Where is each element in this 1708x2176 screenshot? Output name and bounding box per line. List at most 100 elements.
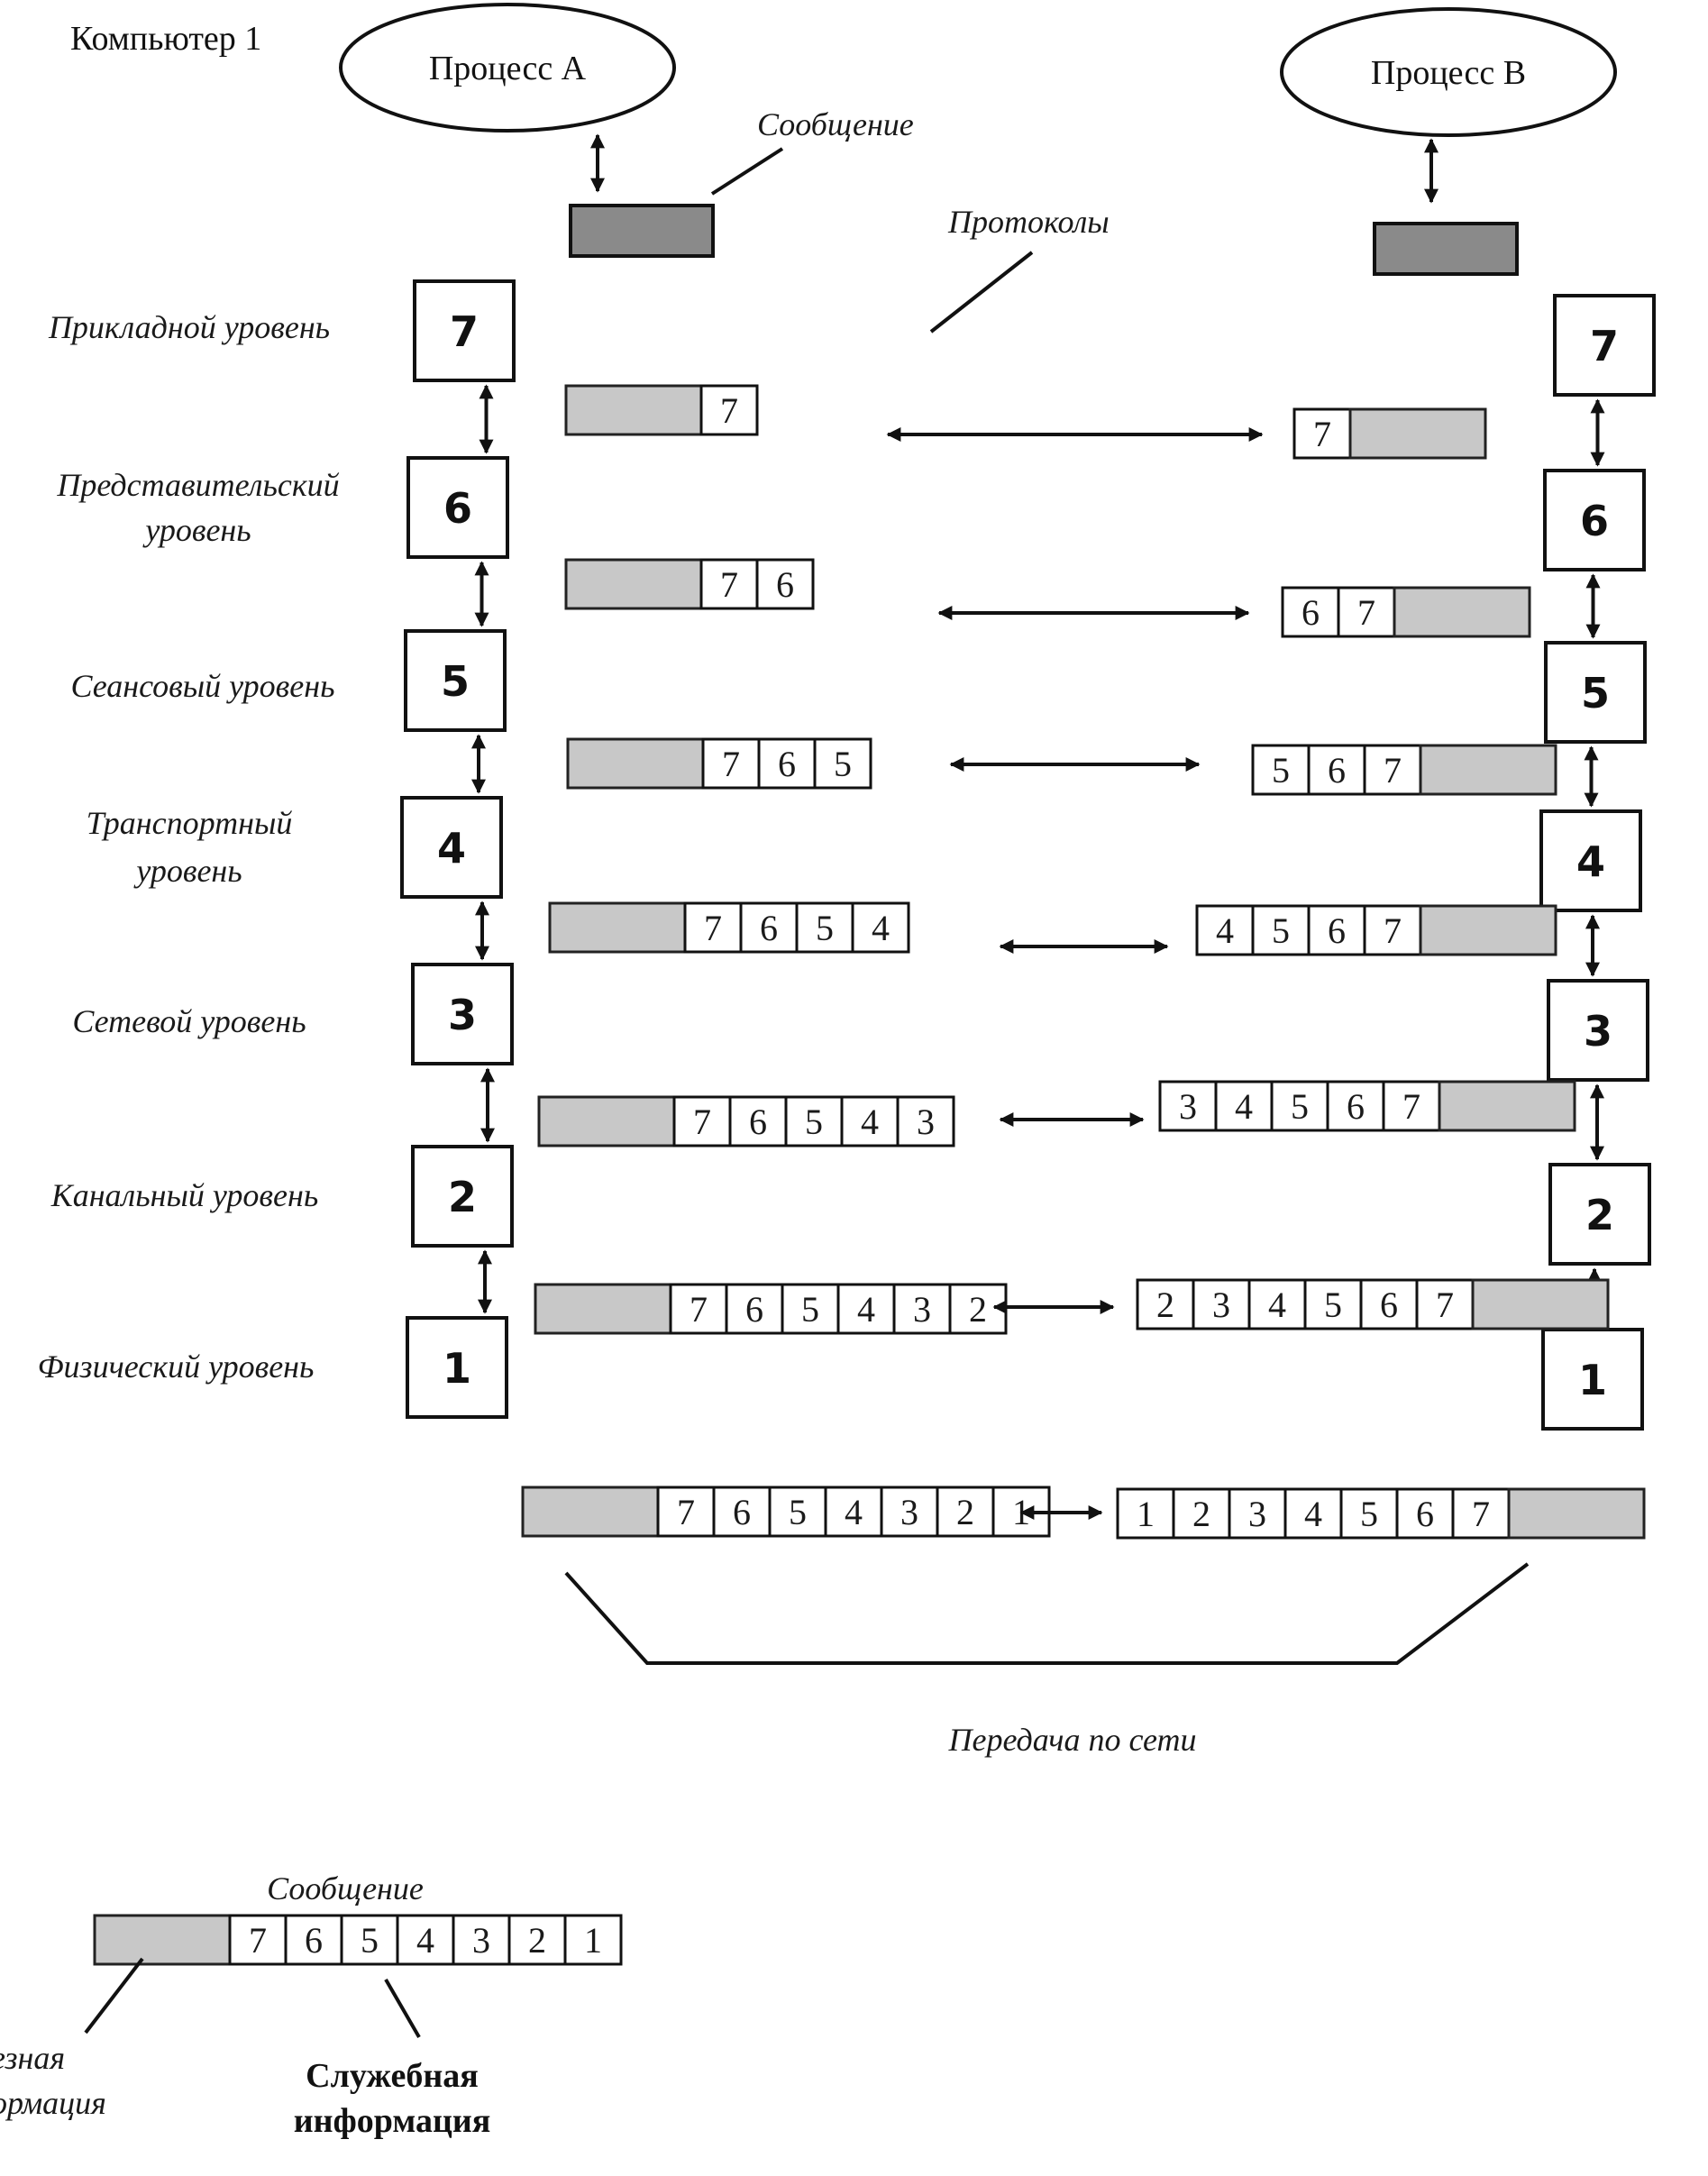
right-layer-number: 6	[1580, 497, 1609, 545]
header-cell	[1303, 1278, 1363, 1330]
useful-pointer	[84, 1957, 144, 2034]
legend-title: Сообщение	[267, 1870, 424, 1906]
header-cell	[699, 558, 759, 610]
header-cell	[755, 558, 815, 610]
header-cell-number: 6	[749, 1102, 767, 1142]
header-cell-number: 4	[1235, 1086, 1253, 1127]
header-cell-number: 7	[249, 1920, 267, 1961]
user-data-block	[564, 558, 703, 610]
header-cell	[1116, 1487, 1175, 1540]
header-cell	[656, 1486, 716, 1538]
header-cell	[1195, 904, 1255, 956]
header-cell	[701, 737, 761, 790]
useful-info-line2: ормация	[0, 2085, 106, 2121]
header-cell-number: 6	[1328, 910, 1346, 951]
header-cell-number: 3	[1212, 1285, 1230, 1325]
header-cell	[1192, 1278, 1251, 1330]
header-cell-number: 6	[1380, 1285, 1398, 1325]
header-cell-number: 5	[1324, 1285, 1342, 1325]
protocols-label: Протоколы	[947, 204, 1110, 240]
process-b: Процесс В	[1280, 7, 1617, 137]
user-data-block	[564, 384, 703, 436]
right-layer-6: 6	[1543, 469, 1646, 571]
layer-name-6: Представительский	[56, 467, 339, 503]
header-cell-number: 4	[1304, 1494, 1322, 1534]
header-cell	[1395, 1487, 1455, 1540]
header-cell	[896, 1095, 955, 1147]
right-layer-box	[1548, 1163, 1651, 1266]
right-layer-number: 7	[1590, 322, 1619, 370]
header-cell	[1359, 1278, 1419, 1330]
user-data-block	[548, 901, 687, 954]
right-layer-box	[1541, 1328, 1644, 1431]
right-layer-number: 4	[1576, 837, 1605, 886]
header-cell-number: 7	[1436, 1285, 1454, 1325]
header-cell	[739, 901, 799, 954]
header-cell	[824, 1486, 883, 1538]
user-data-block	[1348, 407, 1487, 460]
header-cell	[1451, 1487, 1511, 1540]
right-layer-box	[1547, 979, 1649, 1082]
header-cell-number: 6	[778, 744, 796, 784]
right-layer-number: 1	[1578, 1356, 1607, 1404]
user-data-block	[1471, 1278, 1610, 1330]
process-a: Процесс А	[339, 3, 676, 133]
message-pointer	[710, 147, 784, 196]
message-block-right	[1373, 222, 1519, 276]
header-cell-number: 7	[677, 1492, 695, 1532]
header-cell-number: 2	[1192, 1494, 1210, 1534]
header-cell	[669, 1283, 728, 1335]
left-layer-number: 1	[443, 1344, 471, 1393]
header-cell	[507, 1914, 567, 1966]
right-layer-5: 5	[1544, 641, 1647, 744]
header-cell-number: 3	[1179, 1086, 1197, 1127]
header-cell-number: 5	[1291, 1086, 1309, 1127]
header-cell-number: 4	[872, 908, 890, 948]
right-packet-layer-7: 7	[1292, 407, 1487, 460]
header-cell-number: 7	[1313, 414, 1331, 454]
header-cell-number: 7	[693, 1102, 711, 1142]
header-cell	[1283, 1487, 1343, 1540]
header-cell	[892, 1283, 952, 1335]
network-bracket	[564, 1562, 1530, 1665]
protocols-pointer	[929, 251, 1034, 334]
header-cell	[1251, 904, 1311, 956]
header-cell	[1382, 1080, 1441, 1132]
header-cell-number: 7	[690, 1289, 708, 1330]
header-cell-number: 6	[1328, 750, 1346, 791]
header-cell-number: 7	[722, 744, 740, 784]
header-cell-number: 4	[861, 1102, 879, 1142]
right-layer-number: 5	[1581, 669, 1610, 718]
header-cell	[699, 384, 759, 436]
header-cell-number: 5	[801, 1289, 819, 1330]
left-layer-box	[406, 1316, 508, 1419]
left-layer-number: 4	[437, 824, 466, 873]
left-layer-number: 5	[441, 657, 470, 706]
computer-label: Компьютер 1	[70, 20, 261, 58]
left-layer-number: 2	[448, 1173, 477, 1221]
header-cell-number: 4	[1216, 910, 1234, 951]
header-cell-number: 4	[845, 1492, 863, 1532]
header-cell-number: 1	[1137, 1494, 1155, 1534]
left-layer-box	[404, 629, 507, 732]
header-cell-number: 7	[1402, 1086, 1420, 1127]
header-cell-number: 2	[528, 1920, 546, 1961]
process-b-label: Процесс В	[1371, 54, 1526, 92]
header-cell-number: 6	[1347, 1086, 1365, 1127]
user-data-block	[534, 1283, 672, 1335]
process-a-label: Процесс А	[429, 50, 587, 87]
header-cell	[396, 1914, 455, 1966]
right-layer-box	[1544, 641, 1647, 744]
